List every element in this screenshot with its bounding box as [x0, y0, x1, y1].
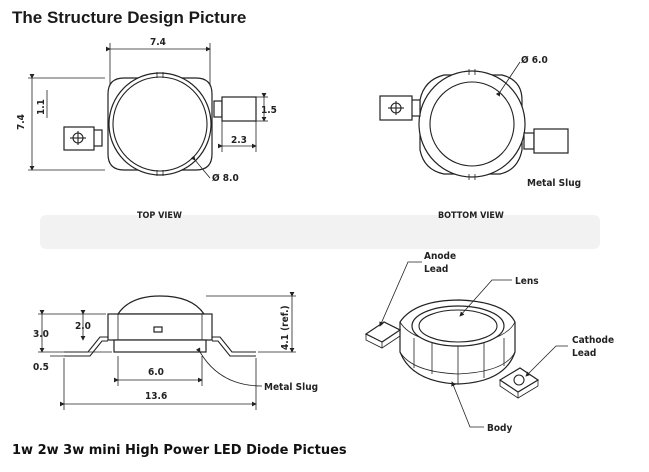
- caption: 1w 2w 3w mini High Power LED Diode Pictu…: [12, 443, 347, 458]
- side-view: 3.0 2.0 0.5 4.1 (ref.) 6.0 13.6 Metal Sl…: [33, 292, 318, 410]
- dim-inner-width: 6.0: [148, 367, 164, 378]
- dim-tab-length: 2.3: [231, 135, 247, 146]
- blurred-band: [40, 215, 600, 249]
- dim-width: 7.4: [150, 37, 166, 48]
- metal-slug-label-side: Metal Slug: [264, 382, 318, 393]
- dim-h1: 3.0: [33, 329, 49, 340]
- bottom-view-label: BOTTOM VIEW: [438, 211, 504, 221]
- cathode-label-line2: Lead: [572, 348, 596, 359]
- dim-height: 7.4: [16, 114, 27, 130]
- dim-h2: 2.0: [75, 321, 91, 332]
- body-label: Body: [487, 423, 512, 434]
- dim-tab-height: 1.5: [261, 105, 277, 116]
- anode-label-line2: Lead: [424, 264, 448, 275]
- dim-diameter: Ø 8.0: [212, 172, 239, 184]
- iso-view: Anode Lead Lens Cathode Lead Body: [364, 251, 614, 434]
- metal-slug-label-bottom: Metal Slug: [527, 178, 581, 189]
- top-view-label: TOP VIEW: [137, 211, 182, 221]
- lens-label: Lens: [515, 276, 539, 287]
- anode-label-line1: Anode: [424, 251, 456, 262]
- dim-diameter-bottom: Ø 6.0: [521, 54, 548, 66]
- top-view: 7.4 7.4 1.1 1.5 2.: [16, 37, 277, 221]
- bottom-view: Ø 6.0 Metal Slug BOTTOM VIEW: [379, 54, 581, 221]
- dim-offset: 1.1: [36, 99, 47, 115]
- dim-h3: 0.5: [33, 362, 49, 373]
- dim-lens-height: 4.1 (ref.): [280, 305, 291, 350]
- page-title: The Structure Design Picture: [12, 8, 247, 27]
- dim-total-width: 13.6: [145, 391, 167, 402]
- cathode-label-line1: Cathode: [572, 335, 614, 346]
